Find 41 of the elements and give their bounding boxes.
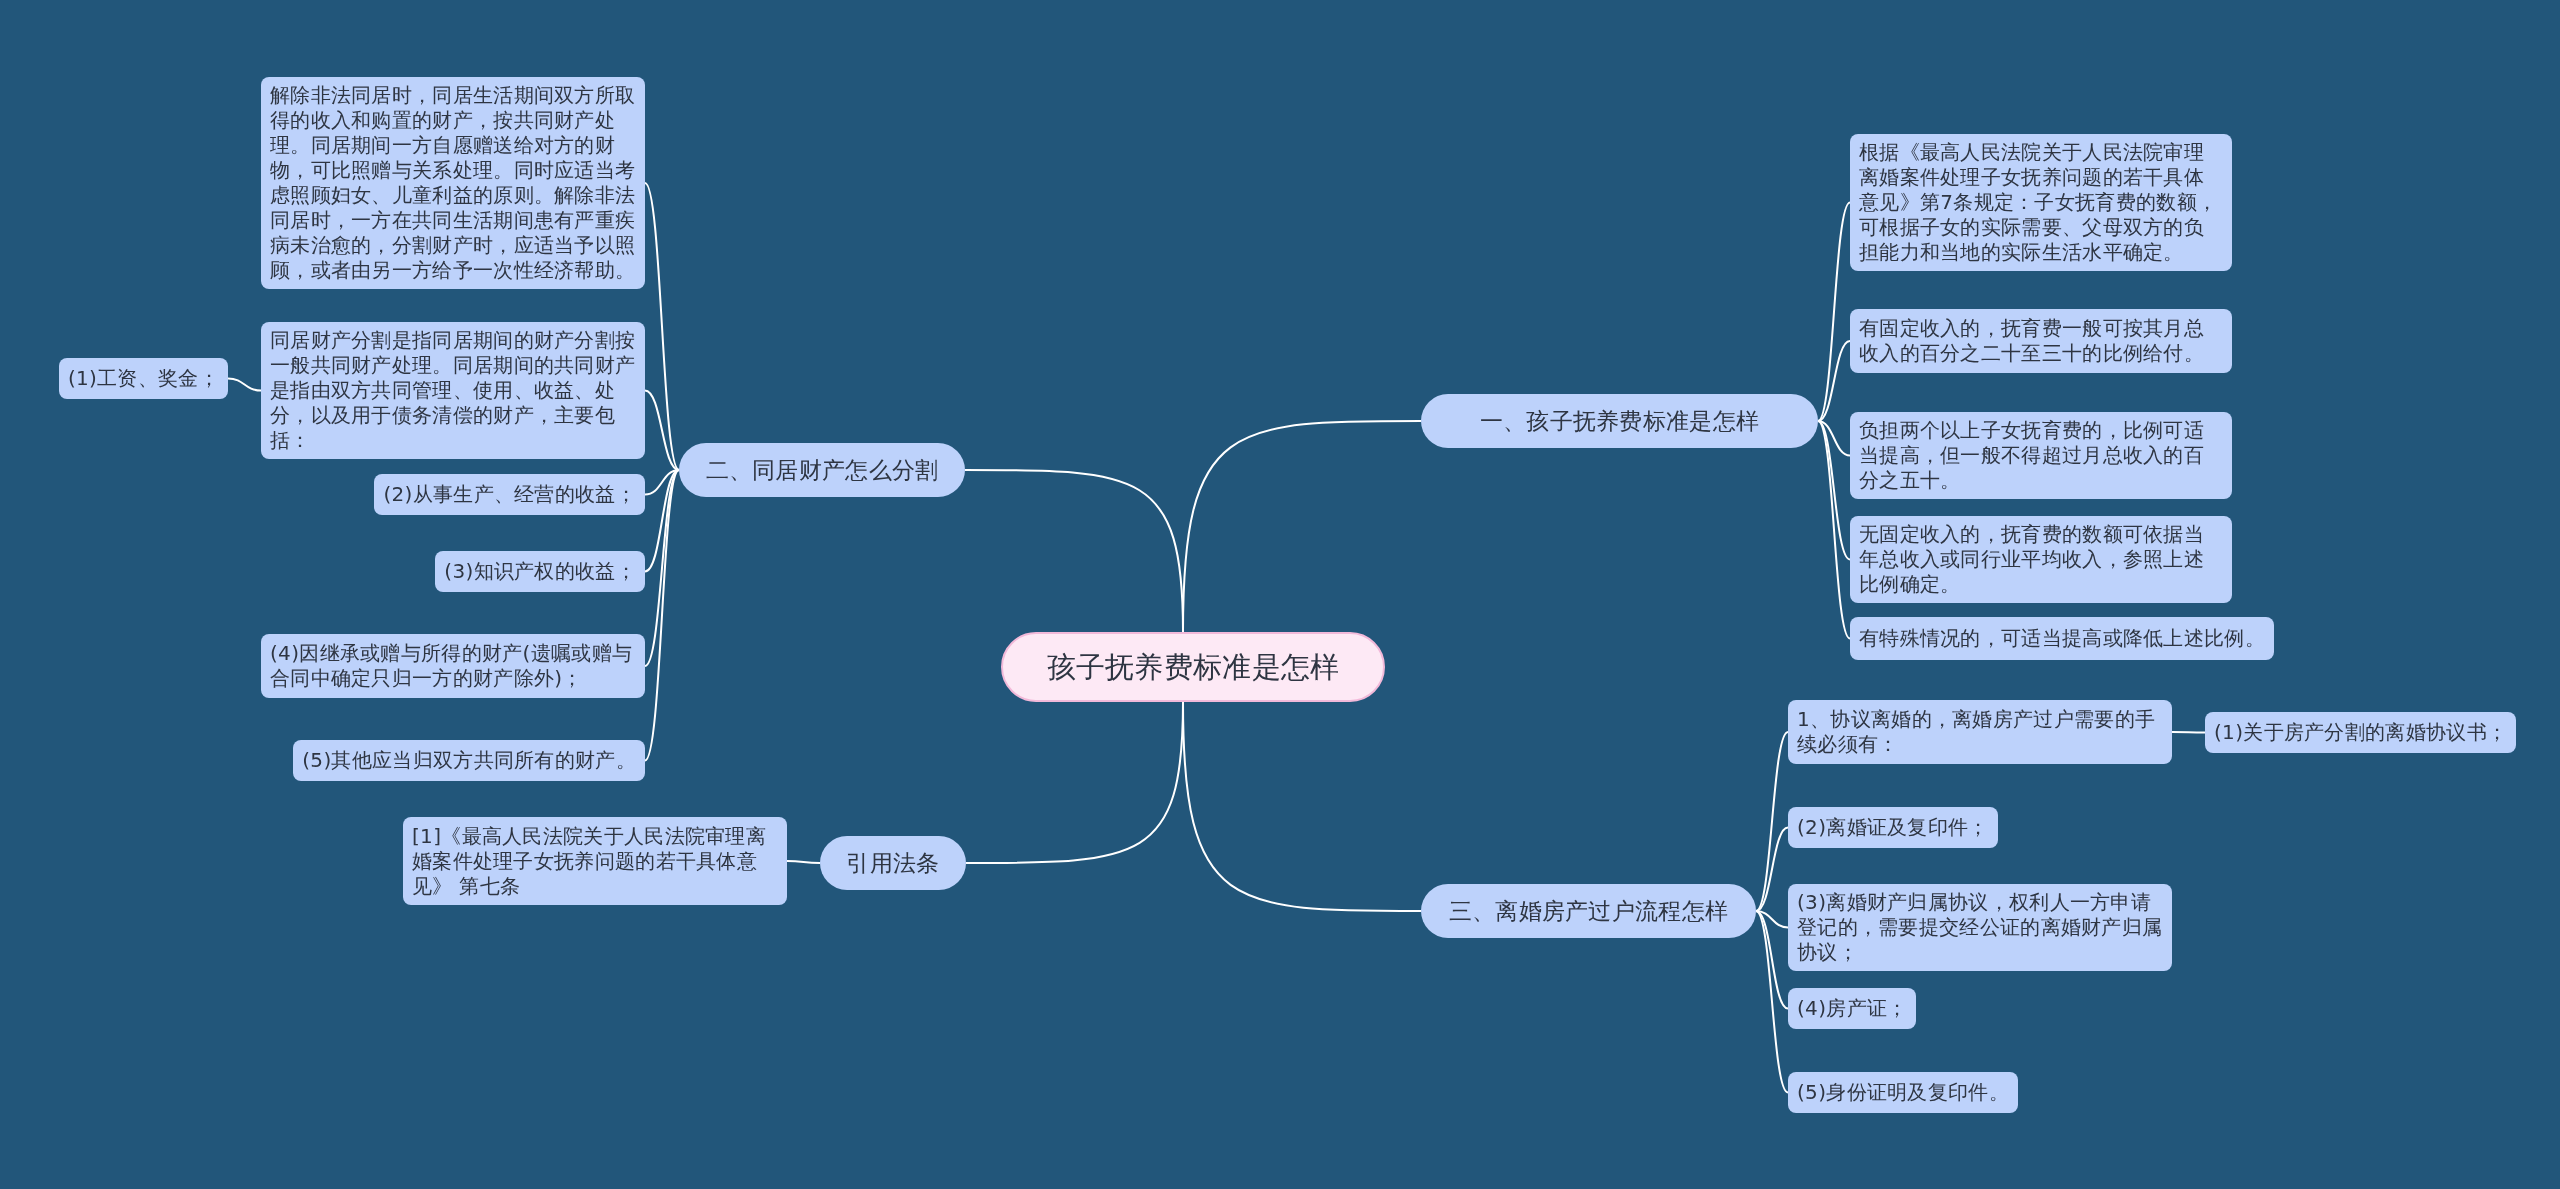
note-box: 无固定收入的，抚育费的数额可依据当年总收入或同行业平均收入，参照上述比例确定。 [1850, 516, 2232, 603]
topic-bubble: 一、孩子抚养费标准是怎样 [1421, 394, 1818, 448]
connector-line [964, 469, 1184, 633]
connector-line [1755, 731, 1789, 912]
connector-line [1817, 420, 1851, 457]
note-box: (5)身份证明及复印件。 [1788, 1072, 2018, 1113]
connector-line [644, 469, 680, 762]
note-box: (2)离婚证及复印件； [1788, 807, 1998, 848]
connector-line [1817, 420, 1851, 640]
note-box: [1]《最高人民法院关于人民法院审理离婚案件处理子女抚养问题的若干具体意见》 第七条 [403, 817, 787, 905]
connector-line [1817, 201, 1851, 422]
note-box: (5)其他应当归双方共同所有的财产。 [293, 740, 645, 781]
note-box: 负担两个以上子女抚育费的，比例可适当提高，但一般不得超过月总收入的百分之五十。 [1850, 412, 2232, 499]
note-box: 同居财产分割是指同居期间的财产分割按一般共同财产处理。同居期间的共同财产是指由双方共同管理、使用、收益、处分，以及用于债务清偿的财产，主要包括： [261, 322, 645, 459]
connector-line [644, 389, 680, 471]
note-box: (1)工资、奖金； [58, 358, 228, 399]
note-box: (1)关于房产分割的离婚协议书； [2205, 712, 2517, 753]
note-box: 解除非法同居时，同居生活期间双方所取得的收入和购置的财产，按共同财产处理。同居期间一方自愿赠送给对方的财物，可比照赠与关系处理。同时应适当考虑照顾妇女、儿童利益的原则。解除非法同居时，一方在共同生活期间患有严重疾病未治愈的，分割财产时，应适当予以照顾，或者由另一方给予一次性经济帮助。 [261, 77, 645, 289]
connector-line [1182, 701, 1422, 912]
connector-line [644, 469, 680, 667]
note-box: 根据《最高人民法院关于人民法院审理离婚案件处理子女抚养问题的若干具体意见》第7条规定：子女抚育费的数额，可根据子女的实际需要、父母双方的负担能力和当地的实际生活水平确定。 [1850, 134, 2232, 271]
connector-line [1817, 340, 1851, 422]
connector-line [1817, 420, 1851, 561]
note-box: (3)离婚财产归属协议，权利人一方申请登记的，需要提交经公证的离婚财产归属协议； [1788, 884, 2172, 971]
connector-line [786, 860, 821, 864]
connector-line [644, 182, 680, 471]
connector-line [1755, 910, 1789, 1094]
topic-bubble: 引用法条 [820, 836, 966, 890]
note-box: 有固定收入的，抚育费一般可按其月总收入的百分之二十至三十的比例给付。 [1850, 309, 2232, 373]
central-topic: 孩子抚养费标准是怎样 [1001, 632, 1385, 702]
connector-line [2171, 731, 2206, 734]
note-box: 1、协议离婚的，离婚房产过户需要的手续必须有： [1788, 700, 2172, 764]
note-box: (2)从事生产、经营的收益； [374, 474, 645, 515]
topic-bubble: 二、同居财产怎么分割 [679, 443, 965, 497]
connector-line [1755, 826, 1789, 912]
note-box: (3)知识产权的收益； [435, 551, 645, 592]
note-box: (4)房产证； [1788, 988, 1917, 1029]
topic-bubble: 三、离婚房产过户流程怎样 [1421, 884, 1756, 938]
connector-line [227, 377, 262, 392]
note-box: 有特殊情况的，可适当提高或降低上述比例。 [1850, 617, 2274, 660]
note-box: (4)因继承或赠与所得的财产(遗嘱或赠与合同中确定只归一方的财产除外)； [261, 634, 645, 698]
